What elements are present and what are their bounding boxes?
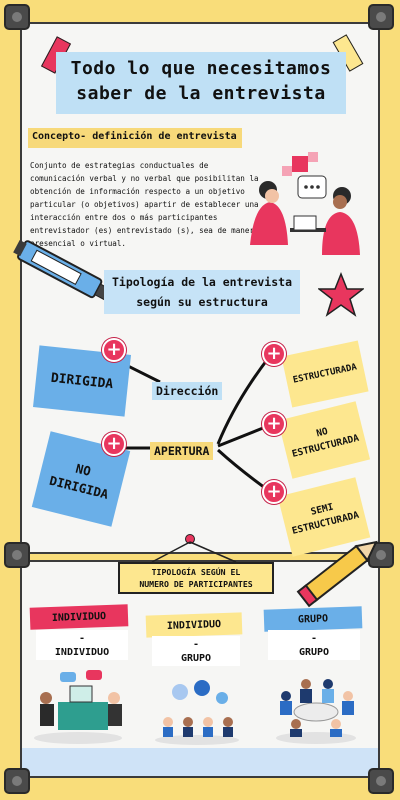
category-3-body: - GRUPO [268,630,360,660]
title-line-1: Todo lo que necesitamos [70,58,332,79]
group-group-illustration-icon [276,679,356,744]
label-direccion: Dirección [152,382,223,400]
note-dirigida-label: DIRIGIDA [50,370,114,392]
participants-heading: TIPOLOGÍA SEGÚN EL NUMERO DE PARTICIPANT… [118,566,274,590]
corner-bolt-icon [368,768,394,794]
category-1-top: INDIVIDUO [29,604,129,630]
category-1-dash: - [78,633,86,644]
note-estructurada-label: ESTRUCTURADA [292,362,358,386]
title-background [56,52,346,114]
category-2-top: INDIVIDUO [145,612,243,638]
label-apertura: APERTURA [150,442,214,460]
category-1-bottom: INDIVIDUO [54,647,110,658]
concept-heading: Concepto- definición de entrevista [32,131,237,142]
concept-body: Conjunto de estrategias conductuales de … [30,161,259,248]
corner-bolt-icon [4,4,30,30]
category-3-dash: - [310,633,318,644]
note-no-dirigida-label: NO DIRIGIDA [47,460,110,502]
category-3-top: GRUPO [263,606,363,632]
side-bolt-icon [4,542,30,568]
note-no-estructurada-label: NO ESTRUCTURADA [290,426,361,460]
corner-bolt-icon [4,768,30,794]
individual-interview-illustration-icon [34,670,122,744]
marker-pen-icon [13,239,112,301]
category-2-bottom: GRUPO [180,653,212,664]
structure-heading: Tipología de la entrevista según su estr… [104,272,300,312]
participants-heading-line-1: TIPOLOGÍA SEGÚN EL [151,567,241,577]
category-2-body: - GRUPO [152,636,240,666]
category-3-bottom: GRUPO [298,647,330,658]
pencil-icon [296,540,378,608]
structure-heading-line-2: según su estructura [136,295,268,309]
interview-illustration-icon [250,152,360,255]
corner-bolt-icon [368,4,394,30]
page-title: Todo lo que necesitamos saber de la entr… [56,56,346,106]
plus-icon: + [262,342,286,366]
plus-icon: + [102,432,126,456]
participants-heading-line-2: NUMERO DE PARTICIPANTES [139,579,253,589]
concept-heading-band [28,128,242,148]
category-2-dash: - [192,639,200,650]
structure-heading-line-1: Tipología de la entrevista [111,275,292,289]
individual-group-illustration-icon [155,680,239,745]
category-1-body: - INDIVIDUO [36,630,128,660]
structure-heading-background [104,270,300,314]
plus-icon: + [262,480,286,504]
pin-icon [185,534,195,544]
plus-icon: + [102,338,126,362]
hanger-string [151,541,237,563]
plus-icon: + [262,412,286,436]
bottom-stripe [22,748,378,776]
title-line-2: saber de la entrevista [76,83,326,104]
participants-heading-box [118,562,274,594]
star-icon [318,272,364,317]
section-divider [18,552,382,562]
